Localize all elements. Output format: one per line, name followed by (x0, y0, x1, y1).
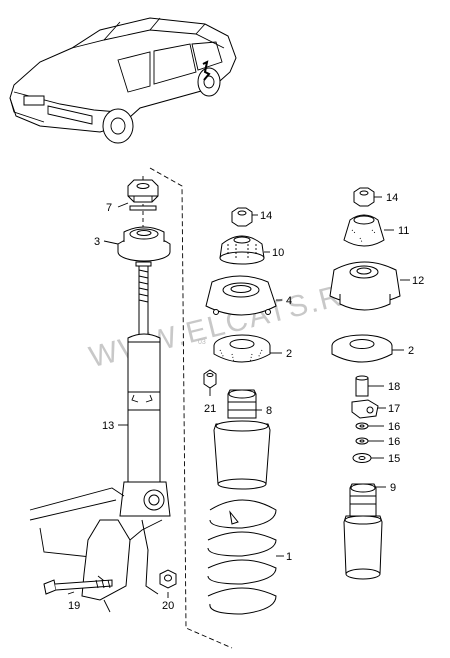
part-11-bushing (343, 214, 385, 247)
part-16-washer-b (355, 437, 369, 445)
callout-3: 3 (94, 236, 100, 248)
part-21-nut (203, 369, 217, 389)
callout-16-b: 16 (388, 436, 400, 448)
callout-2-middle: 2 (286, 348, 292, 360)
callout-labels: 7 3 13 19 20 14 10 4 2 21 8 1 14 11 12 2… (68, 192, 424, 612)
part-14-nut-right (353, 187, 375, 207)
callout-1: 1 (286, 551, 292, 563)
part-13-rod (135, 261, 152, 337)
callout-14-middle: 14 (260, 210, 272, 222)
suspension-arm (29, 487, 163, 613)
watermark-code: 03 (198, 339, 206, 346)
part-12-strut-mount (329, 261, 401, 311)
part-10-bearing (219, 235, 265, 265)
callout-20: 20 (162, 600, 174, 612)
callout-8: 8 (266, 405, 272, 417)
guide-line-left (149, 167, 233, 649)
callout-18: 18 (388, 381, 400, 393)
part-4-mount-plate (205, 275, 277, 316)
part-8-dust-boot (213, 389, 271, 490)
part-15-washer (352, 453, 372, 463)
part-9-dust-boot (343, 483, 383, 580)
callout-11: 11 (398, 225, 409, 237)
car-illustration (9, 17, 237, 144)
callout-12: 12 (412, 275, 424, 287)
callout-14-right: 14 (386, 192, 398, 204)
part-2-spring-seat-middle (213, 334, 271, 363)
callout-15: 15 (388, 453, 400, 465)
part-14-nut-middle (231, 207, 253, 227)
part-3-mount (117, 226, 171, 262)
callout-leaders (67, 196, 410, 598)
callout-13: 13 (102, 420, 114, 432)
callout-2-right: 2 (408, 345, 414, 357)
part-20-nut (159, 569, 177, 589)
part-7-nut (127, 179, 159, 211)
callout-10: 10 (272, 247, 284, 259)
part-17-bracket (351, 399, 379, 419)
callout-17: 17 (388, 403, 400, 415)
part-13-shock-body (119, 333, 171, 517)
part-1-coil-spring (207, 499, 277, 615)
callout-19: 19 (68, 600, 80, 612)
callout-16-a: 16 (388, 421, 400, 433)
part-19-bolt (43, 579, 113, 595)
callout-4: 4 (286, 295, 292, 307)
part-2-spring-seat-right (331, 334, 393, 363)
part-16-washer-a (355, 422, 369, 430)
callout-21: 21 (204, 403, 216, 415)
part-18-bushing (355, 375, 369, 397)
callout-9: 9 (390, 482, 396, 494)
callout-7: 7 (106, 202, 112, 214)
